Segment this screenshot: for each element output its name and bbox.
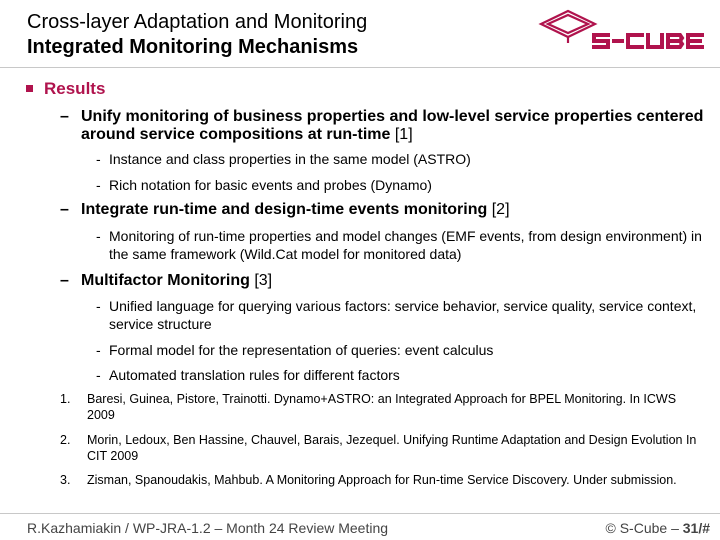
dash-marker: -	[96, 228, 101, 244]
sub-bullet-text: Formal model for the representation of q…	[109, 342, 494, 358]
dash-marker: –	[60, 108, 69, 125]
dash-marker: -	[96, 367, 101, 383]
bullet-main-text: Unify monitoring of business properties …	[81, 108, 704, 143]
header-divider	[0, 67, 720, 68]
sub-bullet-text: Monitoring of run-time properties and mo…	[109, 228, 702, 262]
square-bullet-icon	[26, 85, 33, 92]
s-cube-logo	[538, 9, 704, 49]
dash-marker: -	[96, 298, 101, 314]
reference-number: 3.	[60, 473, 71, 487]
sub-bullet-text: Automated translation rules for differen…	[109, 367, 400, 383]
bullet-text: Multifactor Monitoring [3]	[81, 272, 720, 290]
reference-number: 1.	[60, 392, 71, 406]
dash-marker: –	[60, 201, 69, 218]
reference-text: Baresi, Guinea, Pistore, Trainotti. Dyna…	[87, 392, 677, 422]
reference-text: Zisman, Spanoudakis, Mahbub. A Monitorin…	[87, 473, 677, 487]
dash-marker: -	[96, 177, 101, 193]
bullet-main-text: Multifactor Monitoring	[81, 272, 255, 289]
citation: [3]	[254, 272, 273, 289]
page-number: 31/#	[682, 520, 710, 536]
sub-bullet-text: Instance and class properties in the sam…	[109, 151, 471, 167]
footer-meeting-info: R.Kazhamiakin / WP-JRA-1.2 – Month 24 Re…	[27, 520, 389, 536]
dash-marker: -	[96, 342, 101, 358]
footer-divider	[0, 513, 720, 514]
reference-text: Morin, Ledoux, Ben Hassine, Chauvel, Bar…	[87, 433, 697, 463]
reference-number: 2.	[60, 433, 71, 447]
section-title: Results	[44, 79, 106, 98]
dash-marker: –	[60, 272, 69, 289]
dash-marker: -	[96, 151, 101, 167]
slide-title-line1: Cross-layer Adaptation and Monitoring	[27, 11, 368, 33]
bullet-text: Integrate run-time and design-time event…	[81, 201, 720, 219]
footer-page-info: © S-Cube – 31/#	[606, 519, 711, 537]
bullet-text: Unify monitoring of business properties …	[81, 108, 720, 144]
footer-copyright: © S-Cube –	[605, 520, 683, 536]
citation: [1]	[394, 126, 413, 143]
sub-bullet-text: Rich notation for basic events and probe…	[109, 177, 432, 193]
slide-title-line2: Integrated Monitoring Mechanisms	[27, 36, 359, 58]
bullet-main-text: Integrate run-time and design-time event…	[81, 201, 492, 218]
section-heading: Results	[26, 79, 105, 99]
sub-bullet-text: Unified language for querying various fa…	[109, 298, 697, 332]
citation: [2]	[491, 201, 510, 218]
